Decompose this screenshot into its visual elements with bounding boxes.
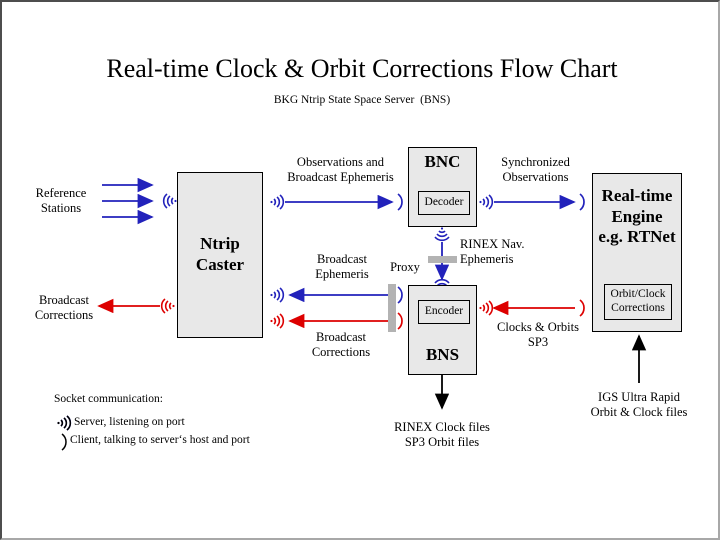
label-broadcast-corrections-mid: Broadcast Corrections	[311, 330, 371, 360]
legend-socket-client-icon	[61, 433, 67, 451]
label-rinex-clock-sp3-files: RINEX Clock files SP3 Orbit files	[394, 420, 490, 450]
bns-encoder-subbox[interactable]: Encoder	[418, 300, 470, 324]
proxy-bar-horizontal	[428, 256, 457, 263]
rt-engine-label: Real-time Engine e.g. RTNet	[598, 186, 676, 247]
bnc-decoder-subbox[interactable]: Decoder	[418, 191, 470, 215]
box-ntrip-caster[interactable]: Ntrip Caster	[177, 172, 263, 338]
box-rt-engine[interactable]: Real-time Engine e.g. RTNet Orbit/Clock …	[592, 173, 682, 332]
label-clocks-orbits-sp3: Clocks & Orbits SP3	[497, 320, 579, 350]
legend-heading: Socket communication:	[54, 393, 163, 405]
bns-label: BNS	[425, 345, 460, 365]
box-bns[interactable]: Encoder BNS	[408, 285, 477, 375]
socket-server-caster-out-obs-icon	[269, 194, 285, 210]
socket-client-bns-beph-icon	[397, 286, 403, 304]
bnc-label: BNC	[424, 152, 461, 171]
label-igs-ultra-rapid: IGS Ultra Rapid Orbit & Clock files	[590, 390, 688, 420]
socket-server-caster-out-bc-icon	[269, 313, 285, 329]
label-synchronized-observations: Synchronized Observations	[501, 155, 570, 185]
label-observations-broadcast-ephemeris: Observations and Broadcast Ephemeris	[287, 155, 394, 185]
label-broadcast-ephemeris: Broadcast Ephemeris	[315, 252, 369, 282]
socket-server-rinexnav-top-icon	[434, 226, 450, 242]
legend-socket-server-black-icon	[57, 415, 72, 431]
socket-server-caster-out-beph-icon	[269, 287, 285, 303]
proxy-bar-vertical	[388, 284, 396, 332]
socket-client-bns-bc-icon	[397, 312, 403, 330]
bns-encoder-label: Encoder	[424, 305, 464, 318]
page-title: Real-time Clock & Orbit Corrections Flow…	[106, 54, 618, 83]
bnc-decoder-label: Decoder	[424, 196, 464, 209]
label-broadcast-corrections-left: Broadcast Corrections	[34, 293, 94, 323]
socket-client-rtengine-in-icon	[579, 193, 585, 211]
rt-engine-orbit-clock-subbox[interactable]: Orbit/Clock Corrections	[604, 284, 672, 320]
socket-server-bns-clocks-icon	[478, 300, 494, 316]
legend-client-text: Client, talking to server‘s host and por…	[70, 434, 250, 446]
legend-socket-server-icon	[56, 415, 72, 431]
socket-client-bnc-in-icon	[397, 193, 403, 211]
legend-server-text: Server, listening on port	[74, 416, 185, 428]
label-proxy: Proxy	[390, 260, 420, 274]
socket-server-caster-in-icon	[162, 193, 178, 209]
label-reference-stations: Reference Stations	[35, 186, 87, 216]
socket-server-caster-bc-icon	[160, 298, 176, 314]
orbit-clock-corrections-label: Orbit/Clock Corrections	[610, 288, 666, 314]
socket-client-rtengine-out-icon	[579, 299, 585, 317]
page-subtitle: BKG Ntrip State Space Server (BNS)	[273, 94, 451, 106]
ntrip-caster-label: Ntrip Caster	[195, 234, 245, 274]
socket-server-bnc-out-icon	[478, 194, 494, 210]
label-rinex-nav-ephemeris: RINEX Nav. Ephemeris	[460, 237, 525, 267]
box-bnc[interactable]: BNC Decoder	[408, 147, 477, 227]
